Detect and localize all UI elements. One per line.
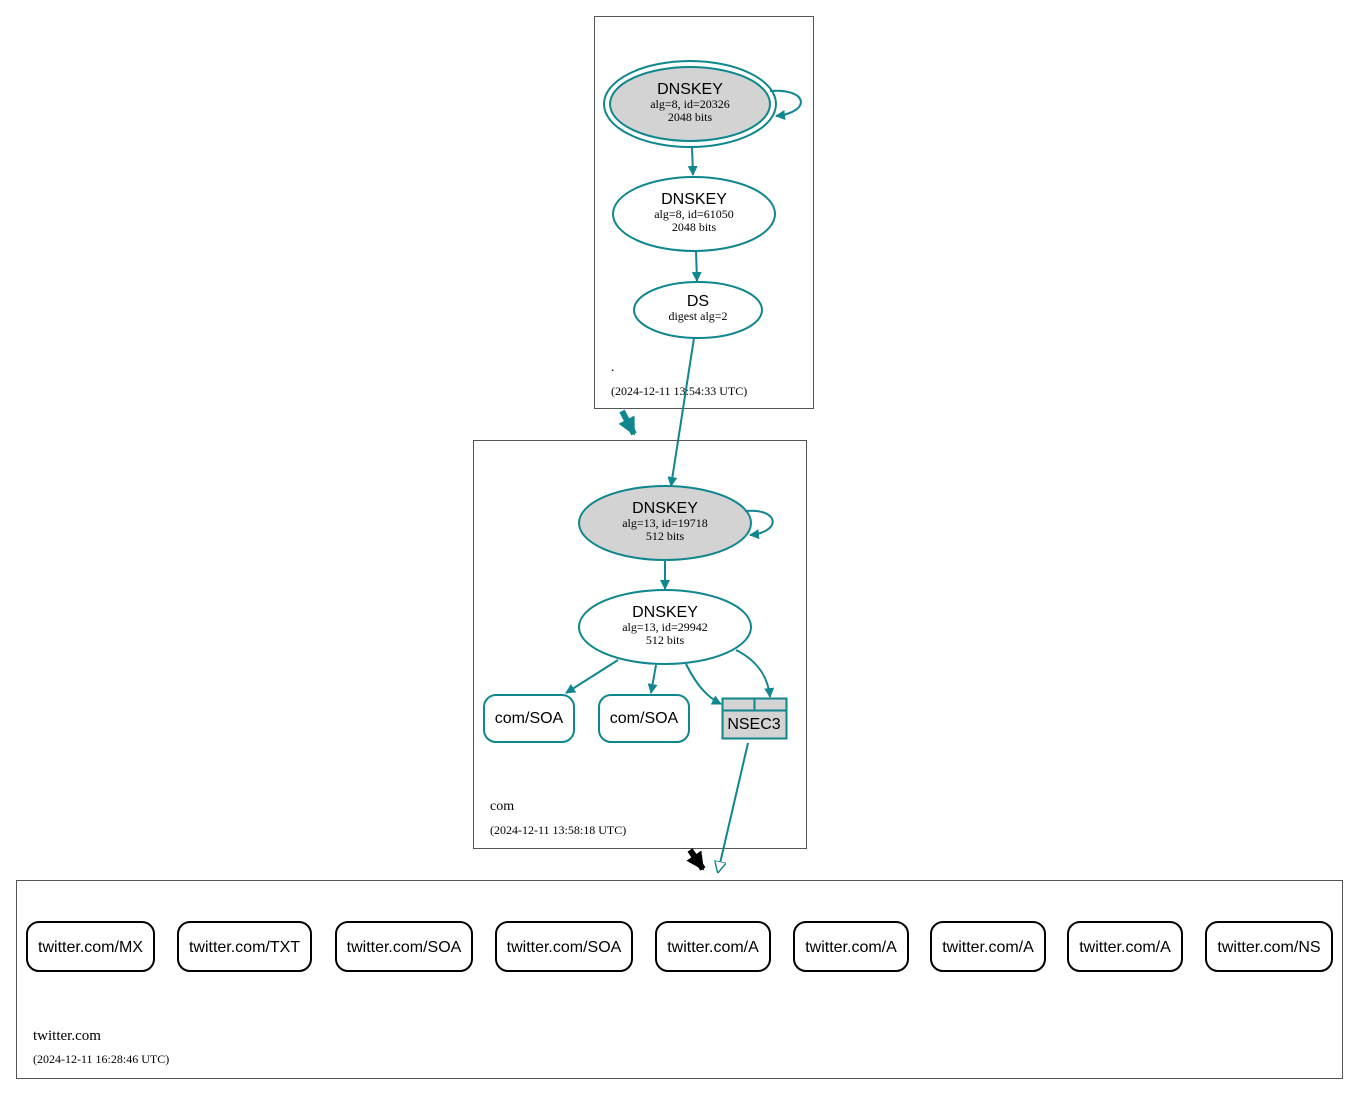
root-dnskey-zsk-title: DNSKEY xyxy=(661,191,727,208)
root-zsk-to-ds-edge xyxy=(691,250,702,282)
twitter-rrset-txt-label: twitter.com/TXT xyxy=(189,939,300,956)
twitter-rrset-a-3[interactable]: twitter.com/A xyxy=(930,921,1046,972)
zone-com-name: com xyxy=(490,799,514,814)
delegation-com-to-twitter-edge xyxy=(686,848,706,871)
root-dnskey-ksk-node[interactable]: DNSKEY alg=8, id=20326 2048 bits xyxy=(603,60,777,148)
com-dnskey-zsk-node[interactable]: DNSKEY alg=13, id=29942 512 bits xyxy=(578,589,752,665)
com-dnskey-ksk-alg: alg=13, id=19718 xyxy=(622,516,708,530)
zone-twitter-name: twitter.com xyxy=(33,1028,101,1044)
twitter-rrset-ns-label: twitter.com/NS xyxy=(1217,939,1320,956)
twitter-rrset-txt[interactable]: twitter.com/TXT xyxy=(177,921,312,972)
com-soa-rrset-2-label: com/SOA xyxy=(610,710,679,727)
twitter-rrset-a-3-label: twitter.com/A xyxy=(942,939,1034,956)
twitter-rrset-a-4-label: twitter.com/A xyxy=(1079,939,1171,956)
com-zsk-to-soa2-edge xyxy=(647,664,658,694)
com-dnskey-zsk-alg: alg=13, id=29942 xyxy=(622,620,708,634)
twitter-rrset-soa-1[interactable]: twitter.com/SOA xyxy=(335,921,473,972)
delegation-root-to-com-edge xyxy=(618,409,637,436)
twitter-rrset-a-1-label: twitter.com/A xyxy=(667,939,759,956)
twitter-rrset-a-4[interactable]: twitter.com/A xyxy=(1067,921,1183,972)
twitter-rrset-a-2-label: twitter.com/A xyxy=(805,939,897,956)
zone-twitter: twitter.com/MX twitter.com/TXT twitter.c… xyxy=(16,880,1343,1079)
com-zsk-to-soa1-edge xyxy=(565,659,619,694)
com-soa-rrset-1[interactable]: com/SOA xyxy=(483,694,575,743)
root-ds-node[interactable]: DS digest alg=2 xyxy=(633,281,763,339)
twitter-rrset-soa-2[interactable]: twitter.com/SOA xyxy=(495,921,633,972)
twitter-rrset-ns[interactable]: twitter.com/NS xyxy=(1205,921,1333,972)
root-dnskey-ksk-bits: 2048 bits xyxy=(668,110,713,124)
ds-to-com-ksk-edge xyxy=(667,337,695,487)
com-dnskey-ksk-title: DNSKEY xyxy=(632,500,698,517)
com-nsec3-label: NSEC3 xyxy=(727,716,780,733)
root-ksk-to-zsk-edge xyxy=(687,146,698,176)
zone-com-box xyxy=(473,440,807,849)
zone-com: DNSKEY alg=13, id=19718 512 bits DNSKEY … xyxy=(473,440,807,849)
root-dnskey-zsk-node[interactable]: DNSKEY alg=8, id=61050 2048 bits xyxy=(612,176,776,252)
com-ksk-self-edge xyxy=(744,509,774,540)
root-dnskey-ksk-alg: alg=8, id=20326 xyxy=(650,97,730,111)
root-ds-title: DS xyxy=(687,293,709,310)
com-soa-rrset-1-label: com/SOA xyxy=(495,710,564,727)
com-zsk-to-nsec3-edge-b xyxy=(735,649,775,698)
twitter-rrset-mx[interactable]: twitter.com/MX xyxy=(26,921,155,972)
twitter-rrset-a-1[interactable]: twitter.com/A xyxy=(655,921,771,972)
zone-twitter-box xyxy=(16,880,1343,1079)
zone-twitter-timestamp: (2024-12-11 16:28:46 UTC) xyxy=(33,1052,169,1066)
zone-root-box xyxy=(594,16,814,409)
root-ds-digest: digest alg=2 xyxy=(668,309,727,323)
com-dnskey-zsk-title: DNSKEY xyxy=(632,604,698,621)
root-dnskey-ksk-title: DNSKEY xyxy=(657,81,723,98)
zone-root: DNSKEY alg=8, id=20326 2048 bits DNSKEY … xyxy=(594,16,814,409)
com-nsec3-node[interactable]: NSEC3 xyxy=(721,697,788,740)
com-dnskey-zsk-bits: 512 bits xyxy=(646,633,685,647)
root-dnskey-zsk-alg: alg=8, id=61050 xyxy=(654,207,734,221)
twitter-rrset-soa-1-label: twitter.com/SOA xyxy=(347,939,462,956)
zone-root-timestamp: (2024-12-11 13:54:33 UTC) xyxy=(611,384,747,398)
twitter-rrset-a-2[interactable]: twitter.com/A xyxy=(793,921,909,972)
twitter-rrset-mx-label: twitter.com/MX xyxy=(38,939,143,956)
zone-root-name: . xyxy=(611,360,615,375)
nsec3-to-twitter-zone-edge xyxy=(718,742,749,872)
com-soa-rrset-2[interactable]: com/SOA xyxy=(598,694,690,743)
com-dnskey-ksk-bits: 512 bits xyxy=(646,529,685,543)
zone-com-timestamp: (2024-12-11 13:58:18 UTC) xyxy=(490,823,626,837)
twitter-rrset-soa-2-label: twitter.com/SOA xyxy=(507,939,622,956)
com-zsk-to-nsec3-edge-a xyxy=(685,663,722,705)
com-dnskey-ksk-node[interactable]: DNSKEY alg=13, id=19718 512 bits xyxy=(578,485,752,561)
root-dnskey-zsk-bits: 2048 bits xyxy=(672,220,717,234)
root-ksk-self-edge xyxy=(769,89,802,120)
